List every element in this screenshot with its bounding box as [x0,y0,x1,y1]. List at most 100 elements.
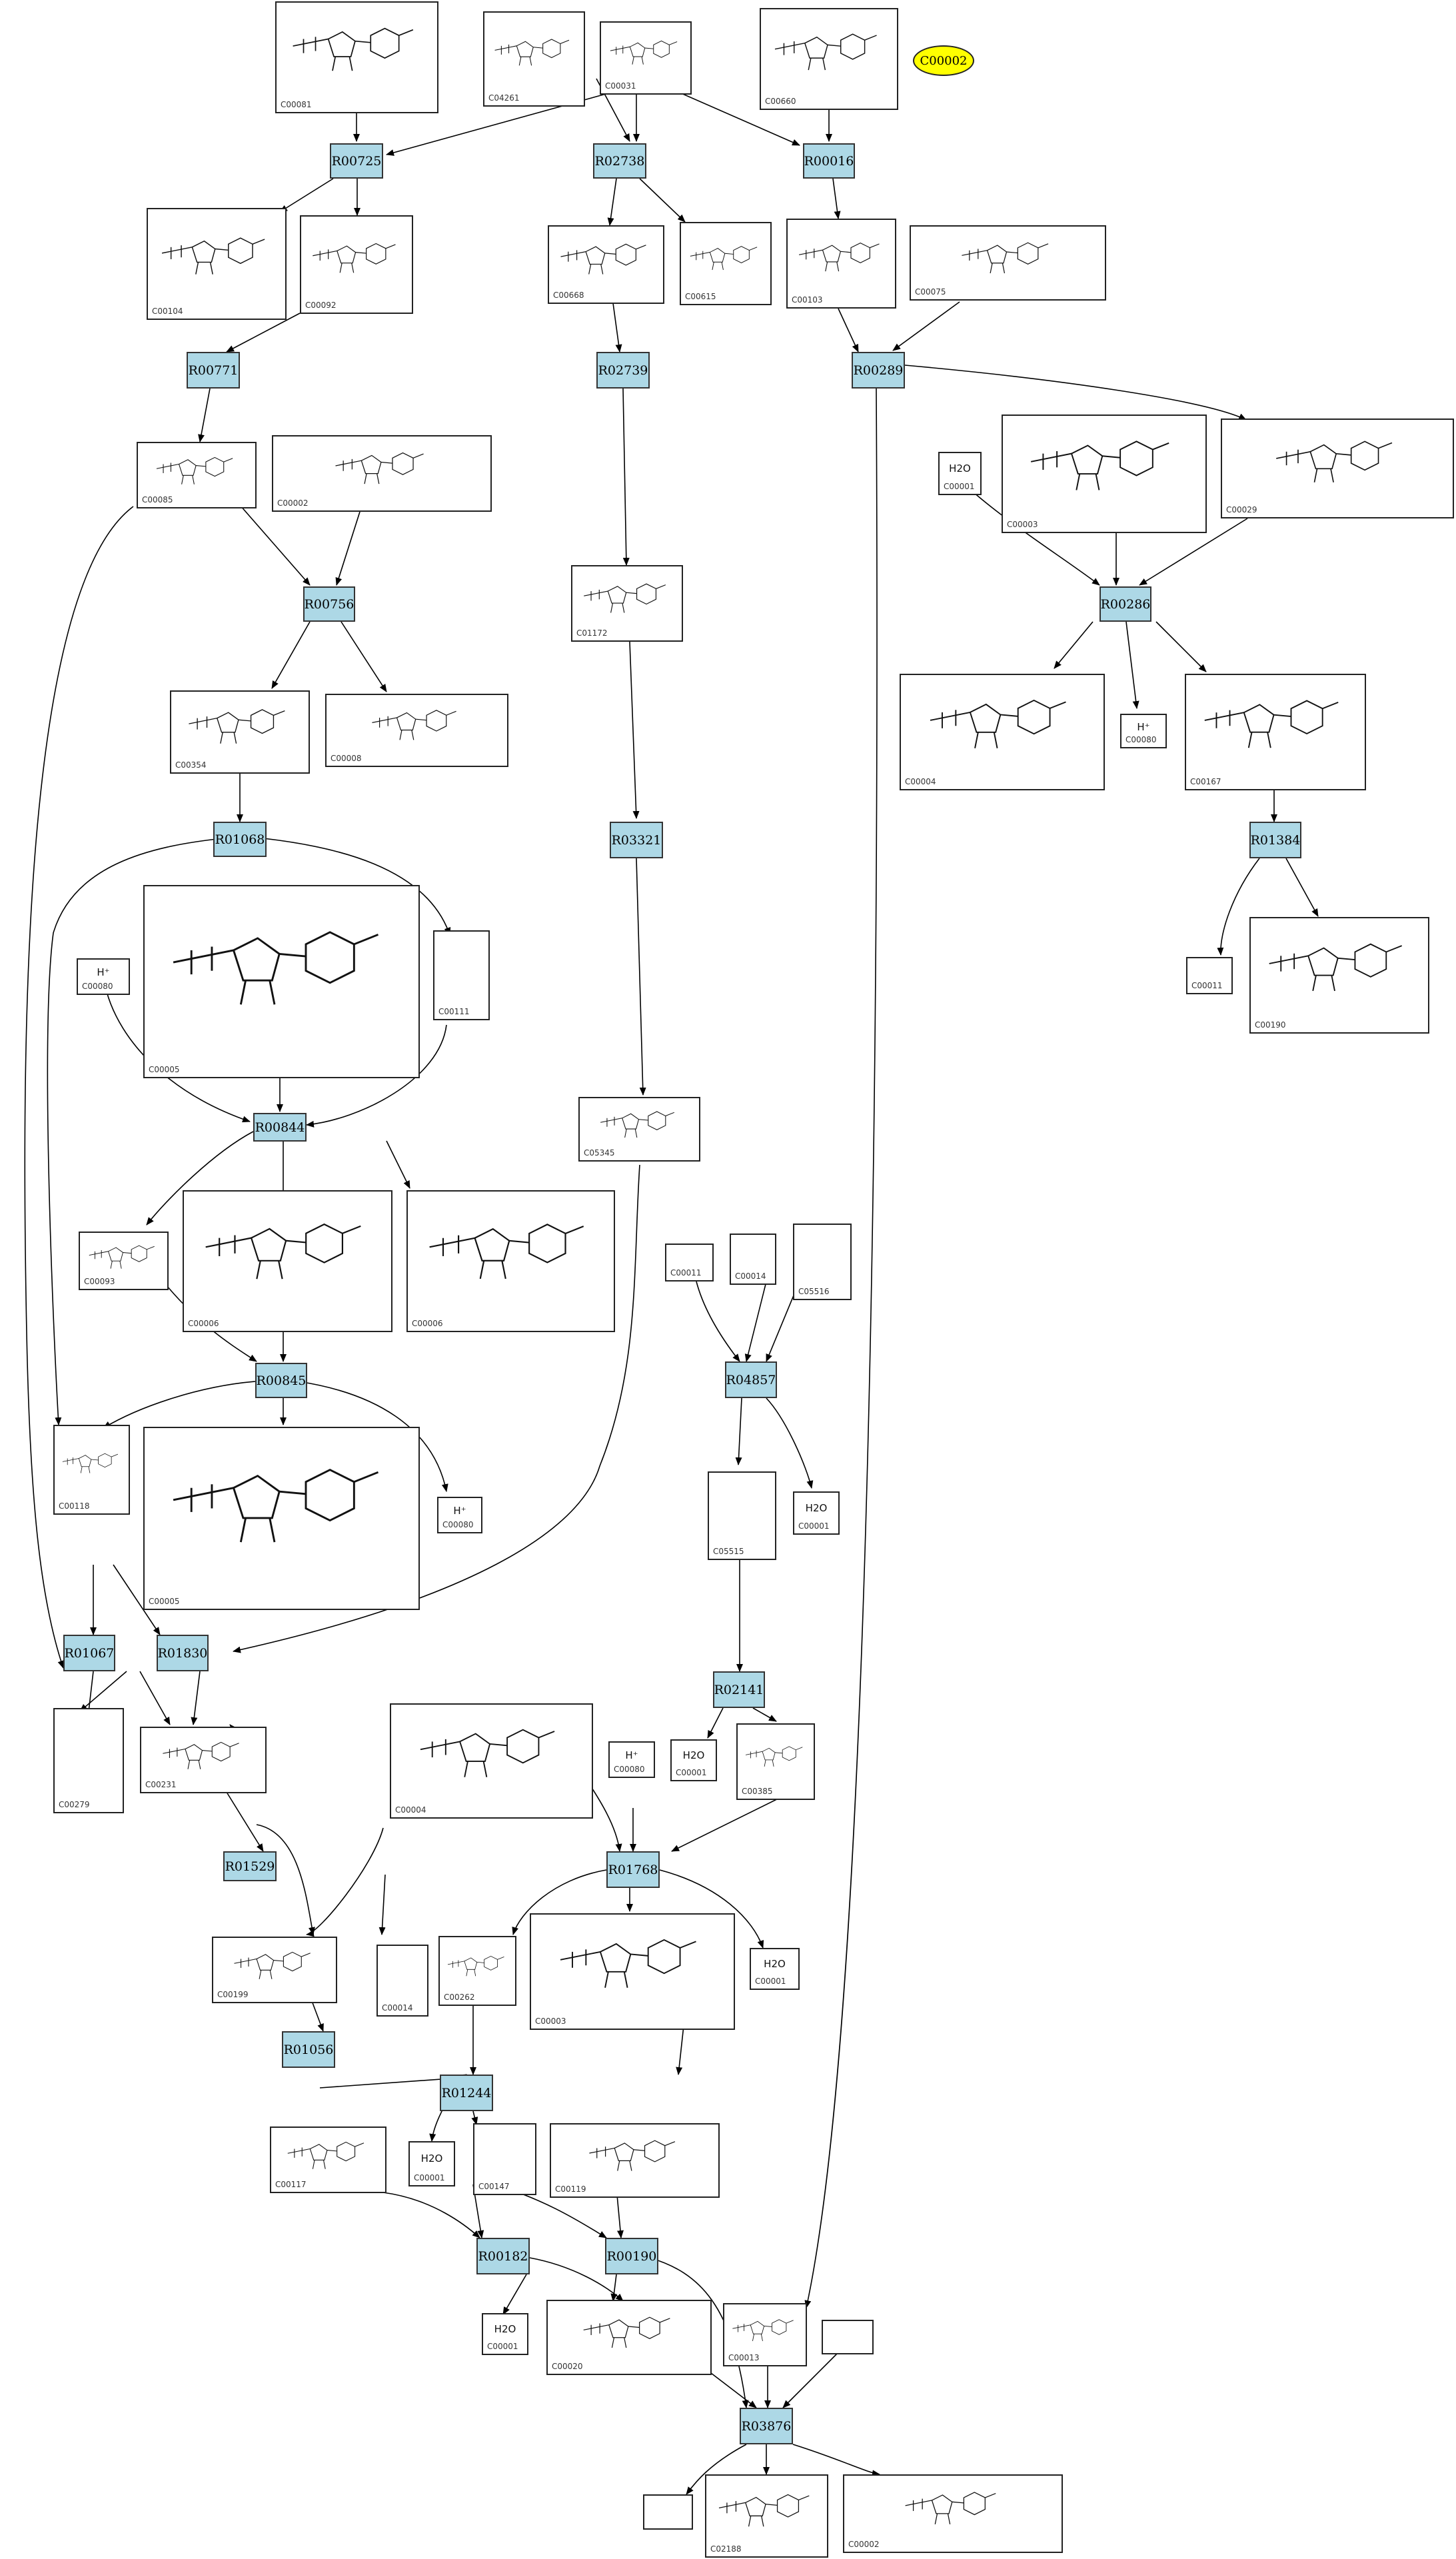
compound-box[interactable]: C00005 [143,1427,420,1610]
reaction-node[interactable]: R00190 [605,2238,658,2274]
compound-box[interactable]: C00004 [390,1703,593,1819]
compound-box[interactable]: C00199 [212,1937,337,2003]
compound-box[interactable]: C00031 [600,21,692,95]
compound-id: C00615 [685,292,716,301]
compound-box[interactable]: C00111 [433,930,490,1020]
compound-box[interactable]: C00029 [1221,419,1454,518]
highlight-ellipse[interactable]: C00002 [913,45,974,76]
compound-box[interactable]: C05345 [578,1097,700,1162]
reaction-node[interactable]: R00844 [253,1113,307,1142]
compound-box[interactable]: C00011 [1186,957,1233,994]
compound-box[interactable]: H⁺C00080 [437,1497,482,1533]
compound-box[interactable]: H⁺C00080 [608,1741,655,1778]
compound-box[interactable]: C00668 [548,225,664,304]
reaction-node[interactable]: R00725 [330,143,383,179]
compound-box[interactable]: C00006 [406,1190,615,1332]
compound-box[interactable]: H⁺C00080 [77,958,130,995]
molecule-structure-icon [156,456,233,484]
reaction-node[interactable]: R02739 [596,352,650,389]
compound-box[interactable] [643,2494,693,2530]
compound-box[interactable]: C00147 [473,2123,536,2195]
molecule-structure-icon [798,243,880,272]
compound-box[interactable]: C00279 [53,1708,124,1813]
reaction-node[interactable]: R01768 [606,1851,660,1888]
compound-box[interactable]: C00385 [736,1723,815,1800]
compound-box[interactable]: C00002 [843,2474,1063,2553]
compound-box[interactable]: C00014 [376,1945,428,2017]
compound-box[interactable]: C00075 [910,225,1106,301]
compound-box[interactable]: C00231 [140,1727,267,1793]
reaction-node[interactable]: R00016 [803,143,855,179]
compound-box[interactable]: C01172 [571,565,683,642]
compound-box[interactable]: C00014 [730,1234,776,1285]
compound-box[interactable]: C00615 [680,222,772,305]
reaction-node[interactable]: R01068 [213,822,267,857]
compound-box[interactable]: C00003 [530,1913,735,2030]
reaction-node[interactable]: R02141 [713,1671,765,1708]
compound-box[interactable]: C02188 [705,2474,828,2558]
compound-box[interactable]: C00011 [665,1244,714,1281]
compound-id: C00660 [765,97,796,106]
reaction-node[interactable]: R00845 [255,1363,307,1398]
reaction-node[interactable]: R00286 [1099,586,1151,622]
compound-id: C00080 [614,1765,645,1774]
compound-box[interactable]: C00085 [137,442,257,508]
compound-box[interactable] [822,2320,874,2354]
reaction-node[interactable]: R00289 [852,352,905,389]
compound-box[interactable]: C05515 [708,1471,776,1560]
reaction-node[interactable]: R01067 [63,1635,115,1671]
compound-box[interactable]: C00005 [143,885,420,1078]
compound-formula: H2O [949,462,971,475]
reaction-node[interactable]: R00182 [476,2238,530,2274]
reaction-node[interactable]: R01830 [157,1635,209,1671]
compound-box[interactable]: C00002 [272,435,492,512]
reaction-node[interactable]: R02738 [593,143,646,179]
reaction-node[interactable]: R01384 [1249,822,1301,858]
compound-id: C00199 [217,1990,249,1999]
compound-box[interactable]: C00020 [546,2300,712,2375]
compound-id: C00001 [676,1768,707,1777]
reaction-node[interactable]: R01244 [440,2075,493,2111]
compound-box[interactable]: C00008 [325,694,508,767]
compound-id: C00006 [412,1319,443,1328]
compound-box[interactable]: C00092 [300,215,413,314]
compound-box[interactable]: C04261 [483,11,585,107]
compound-box[interactable]: C00118 [53,1425,130,1515]
reaction-node[interactable]: R00756 [303,586,355,622]
compound-box[interactable]: C00013 [723,2303,807,2366]
compound-formula: H2O [805,1502,828,1515]
compound-box[interactable]: C00660 [760,8,898,110]
reaction-node[interactable]: R00771 [187,352,240,389]
reaction-node[interactable]: R03321 [610,822,663,858]
compound-box[interactable]: C00354 [170,690,310,774]
compound-box[interactable]: C05516 [793,1224,852,1300]
reaction-node[interactable]: R01056 [282,2031,335,2068]
compound-box[interactable]: C00093 [79,1232,169,1290]
compound-box[interactable]: C00081 [275,1,438,113]
compound-box[interactable]: C00006 [183,1190,392,1332]
molecule-structure-icon [287,2141,364,2169]
reaction-node[interactable]: R01529 [223,1851,277,1881]
compound-box[interactable]: C00262 [438,1936,516,2006]
compound-box[interactable]: C00104 [147,208,287,320]
compound-box[interactable]: C00117 [270,2127,386,2193]
compound-box[interactable]: C00119 [550,2123,720,2198]
compound-id: C00002 [277,498,309,508]
compound-box[interactable]: C00103 [786,219,896,309]
reaction-node[interactable]: R04857 [725,1361,777,1398]
molecule-structure-icon [313,243,396,273]
reaction-node[interactable]: R03876 [740,2408,793,2444]
compound-id: C00117 [275,2180,307,2189]
compound-box[interactable]: C00004 [900,674,1105,790]
compound-id: C00029 [1226,505,1257,514]
compound-box[interactable]: H⁺C00080 [1120,714,1167,748]
compound-box[interactable]: C00190 [1249,917,1429,1034]
compound-box[interactable]: C00003 [1002,415,1207,533]
compound-box[interactable]: C00167 [1185,674,1366,790]
